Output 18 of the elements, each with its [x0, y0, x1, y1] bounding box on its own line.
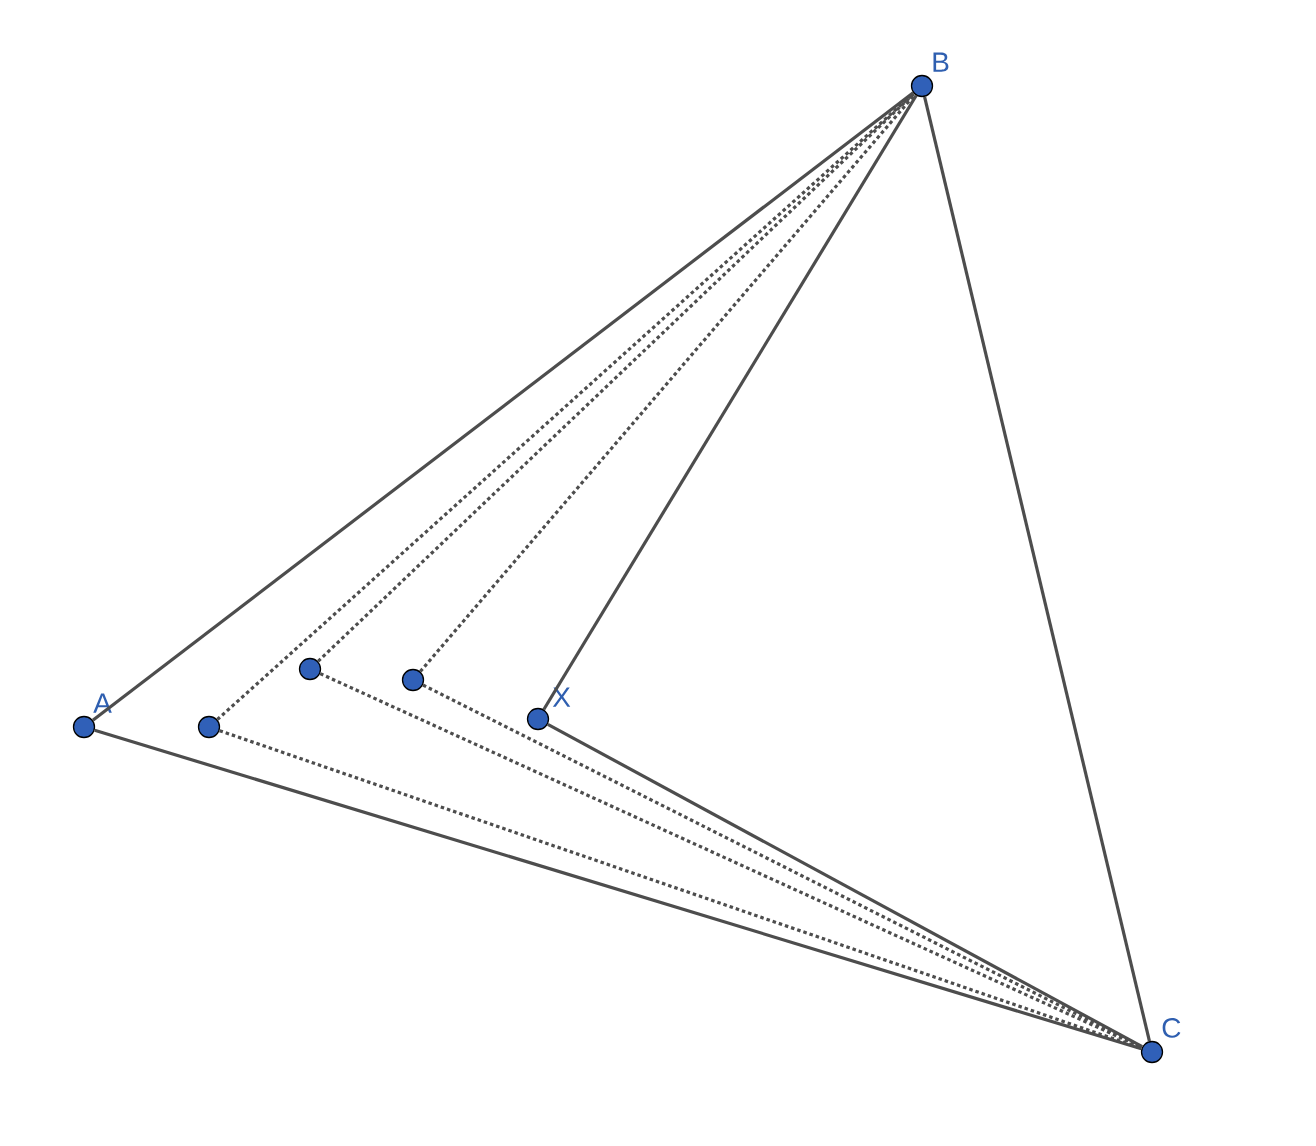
point-label: C: [1162, 1018, 1181, 1038]
point: [72, 715, 96, 739]
line-segment: [547, 722, 1143, 1049]
point-label: B: [933, 52, 949, 72]
line-segment: [542, 94, 918, 711]
dotted-line: [422, 683, 1143, 1049]
dotted-line: [419, 93, 916, 673]
point: [1140, 1040, 1164, 1064]
point: [197, 715, 221, 739]
dotted-line: [316, 92, 916, 663]
point: [910, 74, 934, 98]
point: [401, 668, 425, 692]
point-label: X: [552, 687, 571, 707]
dotted-line: [216, 92, 915, 721]
line-segment: [91, 91, 915, 722]
point: [526, 707, 550, 731]
point: [298, 657, 322, 681]
line-segment: [923, 96, 1151, 1042]
